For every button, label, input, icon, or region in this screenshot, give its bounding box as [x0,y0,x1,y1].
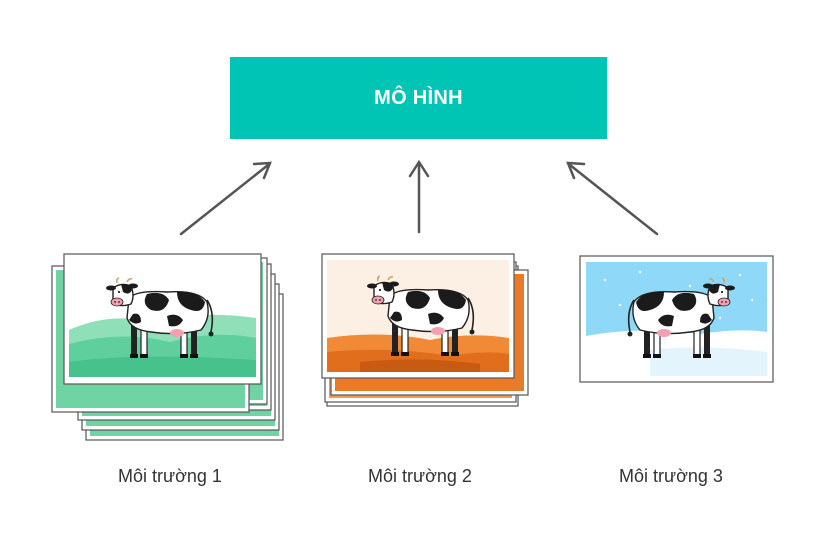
snow-scene [586,262,767,376]
arrow-3 [566,161,659,236]
model-box: MÔ HÌNH [230,57,607,139]
environment-1-label: Môi trường 1 [118,466,222,486]
environment-2-label: Môi trường 2 [368,466,472,486]
environment-2-card-stack [321,253,529,407]
arrow-2 [408,159,430,234]
desert-scene [327,260,509,372]
grass-scene [69,260,256,377]
environment-3-label: Môi trường 3 [619,466,723,486]
model-label: MÔ HÌNH [374,86,463,109]
arrow-1 [179,161,272,236]
environment-1-card-stack [51,253,284,441]
environment-3-card [579,255,774,383]
